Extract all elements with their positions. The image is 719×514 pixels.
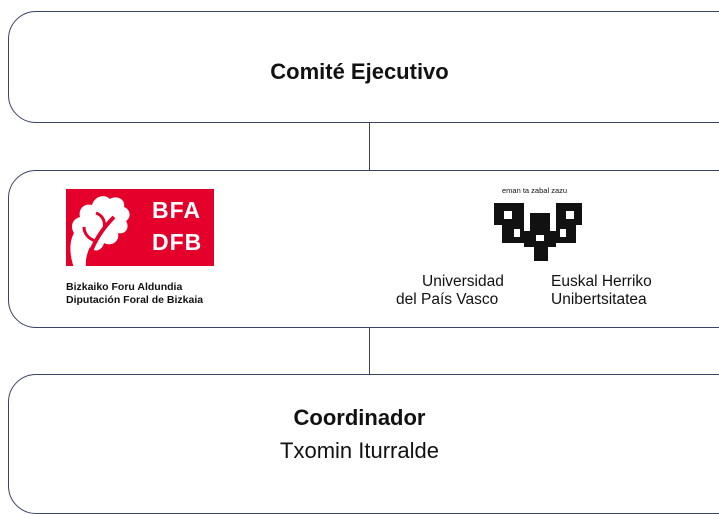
coordinator-name: Txomin Iturralde bbox=[280, 438, 439, 463]
dfb-acronym: DFB bbox=[152, 229, 203, 255]
executive-committee-title: Comité Ejecutivo bbox=[270, 59, 449, 84]
upv-name-spanish-line2: del País Vasco bbox=[396, 291, 499, 308]
bfa-name-basque: Bizkaiko Foru Aldundia bbox=[66, 281, 183, 293]
bfa-acronym: BFA bbox=[152, 197, 201, 223]
bfa-name-spanish: Diputación Foral de Bizkaia bbox=[66, 294, 204, 306]
upv-name-basque-line1: Euskal Herriko bbox=[551, 273, 652, 290]
upv-name-spanish-line1: Universidad bbox=[422, 273, 504, 290]
bfa-logo: BFA DFB Bizkaiko Foru Aldundia Diputació… bbox=[66, 189, 216, 309]
coordinator-title: Coordinador bbox=[293, 405, 426, 430]
oak-leaf-icon bbox=[70, 196, 130, 275]
connector-line-bottom bbox=[369, 328, 370, 374]
upv-motto: eman ta zabal zazu bbox=[502, 186, 568, 195]
connector-line-top bbox=[369, 123, 370, 170]
upv-tree-emblem-icon bbox=[494, 203, 582, 261]
executive-committee-box bbox=[8, 11, 719, 123]
upv-name-basque-line2: Unibertsitatea bbox=[551, 291, 647, 308]
